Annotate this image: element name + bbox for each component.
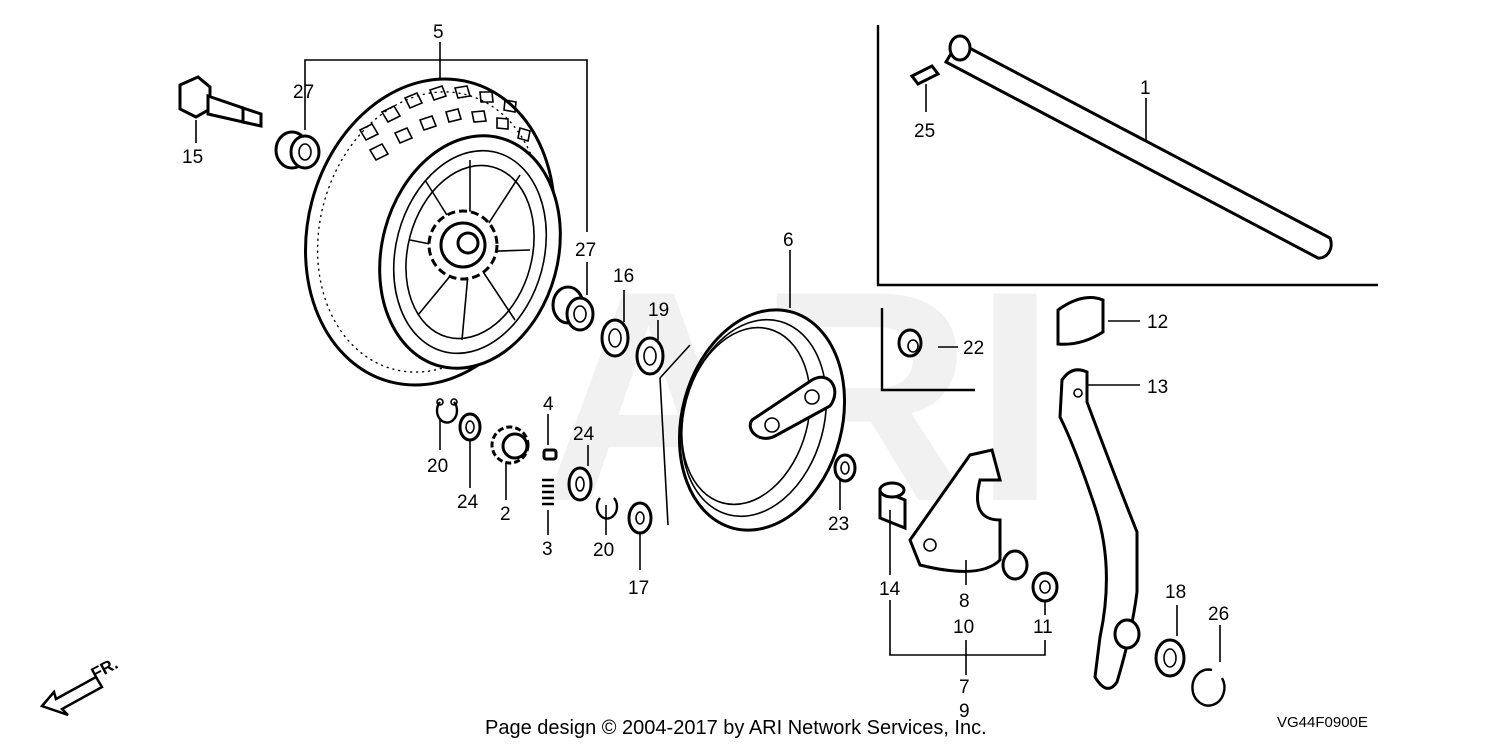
callout-9: 9 (959, 701, 970, 722)
callout-7: 7 (959, 677, 970, 698)
callout-14: 14 (879, 579, 901, 600)
callout-1: 1 (1140, 78, 1151, 99)
rear-wheel (304, 77, 562, 387)
diagram-code: VG44F0900E (1277, 714, 1368, 731)
bushing-lower (551, 285, 595, 332)
bushing-upper (274, 130, 321, 170)
callout-22: 22 (963, 338, 984, 359)
callout-labels: 1 2 3 4 5 6 7 8 9 10 11 12 13 14 15 16 1… (182, 22, 1229, 722)
callout-16: 16 (613, 266, 634, 287)
cap (1056, 296, 1105, 346)
gear-cover (659, 308, 847, 532)
key (542, 448, 558, 461)
leader-lines (195, 42, 1221, 675)
callout-2: 2 (500, 504, 511, 525)
bushing-11 (1031, 571, 1059, 603)
callout-6: 6 (783, 230, 794, 251)
callout-10: 10 (953, 617, 974, 638)
clip-20-left (435, 398, 459, 424)
callout-17: 17 (628, 578, 649, 599)
callout-24-right: 24 (573, 424, 595, 445)
callout-18: 18 (1165, 582, 1186, 603)
callout-20-right: 20 (593, 540, 614, 561)
washer-18 (1154, 638, 1186, 678)
axle-shaft (943, 34, 1333, 260)
clip-26 (1191, 668, 1226, 707)
pin-14 (878, 481, 907, 531)
callout-8: 8 (959, 591, 970, 612)
copyright-footer: Page design © 2004-2017 by ARI Network S… (485, 717, 987, 739)
pivot-bracket (908, 448, 1029, 581)
washer-16 (600, 318, 630, 358)
inset-frame-upper (876, 25, 1378, 287)
washer-17 (627, 501, 653, 535)
callout-27-upper: 27 (293, 82, 314, 103)
callout-3: 3 (542, 539, 553, 560)
callout-4: 4 (543, 394, 554, 415)
callout-11: 11 (1033, 617, 1053, 638)
callout-15: 15 (182, 147, 203, 168)
roll-pin (909, 64, 941, 86)
callout-25: 25 (914, 121, 935, 142)
spring (542, 478, 554, 506)
lever-arm (1058, 368, 1141, 690)
washer-24-right (567, 466, 593, 502)
washer-24-left (458, 412, 482, 442)
washer-19 (635, 336, 665, 376)
callout-12: 12 (1147, 312, 1168, 333)
callout-26: 26 (1208, 604, 1229, 625)
wheel-bolt (178, 75, 263, 128)
callout-27-lower: 27 (575, 240, 596, 261)
front-arrow-icon: FR. (39, 654, 121, 717)
inset-frame-lower (880, 308, 975, 392)
callout-23: 23 (828, 514, 849, 535)
pinion-gear (490, 425, 530, 465)
clip-20-right (595, 497, 619, 520)
callout-13: 13 (1147, 377, 1168, 398)
callout-19: 19 (648, 300, 669, 321)
bushing-22 (897, 328, 923, 358)
callout-5: 5 (433, 22, 444, 43)
callout-24-left: 24 (457, 492, 479, 513)
callout-20-left: 20 (427, 456, 448, 477)
washer-23 (833, 453, 857, 483)
